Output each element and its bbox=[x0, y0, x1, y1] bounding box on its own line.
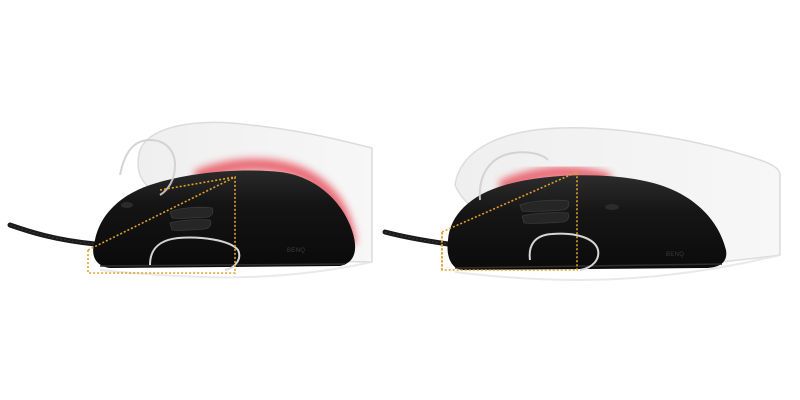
left-scroll-wheel bbox=[121, 202, 133, 208]
left-hand-thumb bbox=[149, 236, 241, 271]
left-side-button-front bbox=[169, 206, 214, 219]
left-guide-trapezoid bbox=[87, 175, 236, 274]
left-hand-fingers bbox=[119, 138, 177, 196]
right-side-button-back bbox=[521, 212, 570, 224]
left-guide-top-line bbox=[159, 176, 236, 191]
right-mouse-body bbox=[447, 175, 727, 270]
right-mouse-group: BENQ bbox=[382, 127, 781, 281]
right-side-button-front bbox=[519, 199, 570, 212]
left-mouse-body bbox=[93, 170, 356, 268]
left-brand-label: BENQ bbox=[287, 248, 305, 254]
left-mouse-group: BENQ bbox=[7, 121, 373, 279]
right-scroll-wheel bbox=[605, 204, 619, 210]
left-mouse-cable bbox=[7, 222, 98, 247]
right-hand-thumb bbox=[528, 232, 600, 271]
right-brand-label: BENQ bbox=[666, 252, 684, 258]
right-hand-fingers bbox=[478, 151, 549, 201]
right-mouse-cable bbox=[382, 229, 451, 247]
left-side-button-back bbox=[169, 219, 212, 231]
